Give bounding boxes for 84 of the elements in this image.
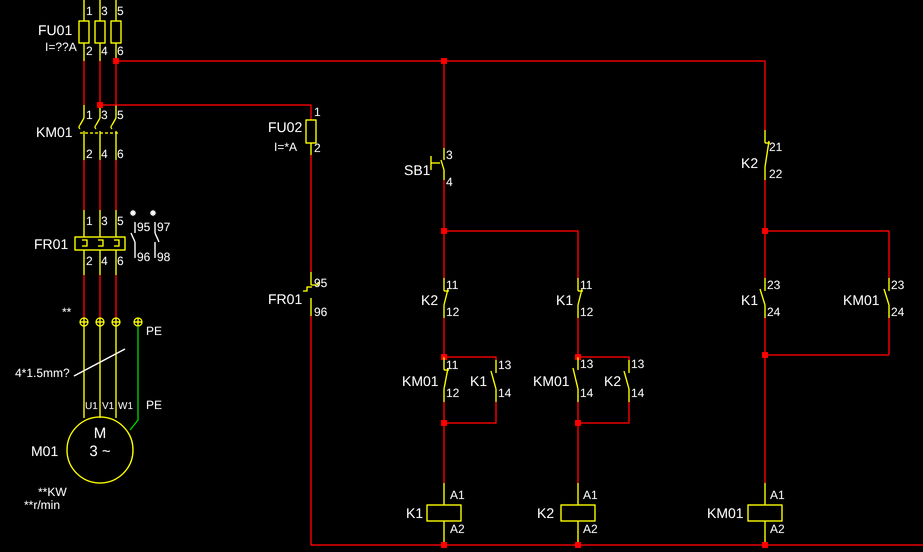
device-label: SB1 (404, 162, 430, 178)
device-label: K1 (741, 292, 758, 308)
terminal-label: 2 (314, 142, 321, 155)
terminal-label: 2 (86, 45, 93, 58)
terminal-label: I=??A (45, 41, 77, 54)
terminal-label: 5 (117, 109, 124, 122)
terminal-label: 12 (580, 306, 594, 319)
device-label: FR01 (34, 236, 68, 252)
terminal-label: 13 (580, 358, 594, 371)
motor-label: M (92, 426, 108, 442)
terminal-label: 3 (101, 215, 108, 228)
terminal-label: A1 (450, 489, 465, 502)
terminal-label: A2 (450, 523, 465, 536)
terminal-label: I=*A (274, 141, 298, 154)
terminal-label: 5 (117, 5, 124, 18)
device-label: K2 (421, 292, 438, 308)
device-label: KM01 (36, 124, 73, 140)
terminal-label: 3 (446, 149, 453, 162)
terminal-label: 12 (446, 306, 460, 319)
device-label: K1 (406, 505, 424, 521)
terminal-label: 1 (314, 106, 321, 119)
terminal-label: A2 (583, 523, 598, 536)
terminal-label: 96 (314, 306, 328, 319)
terminal-label: 96 (137, 251, 150, 264)
terminal-label: 6 (117, 45, 124, 58)
terminal-label: 3 (101, 5, 108, 18)
terminal-label: 24 (891, 306, 904, 319)
device-label: FR01 (268, 291, 302, 307)
device-label: K2 (604, 373, 622, 389)
terminal-label: **r/min (24, 499, 60, 512)
terminal-label: 11 (446, 279, 458, 292)
terminal-label: 23 (767, 279, 780, 292)
device-label: K1 (470, 373, 488, 389)
terminal-label: 4 (101, 255, 108, 268)
terminal-label: 6 (117, 148, 124, 161)
device-label: KM01 (533, 373, 570, 389)
terminal-label: 4 (101, 45, 108, 58)
terminal-label: **KW (38, 486, 67, 499)
device-label: FU02 (268, 119, 302, 135)
terminal-label: 3 (101, 109, 108, 122)
terminal-label: 14 (631, 387, 644, 400)
device-label: KM01 (707, 505, 744, 521)
device-label: FU01 (38, 22, 72, 38)
terminal-label: 13 (498, 359, 512, 372)
device-label: K1 (556, 292, 574, 308)
device-label: K2 (537, 505, 554, 521)
terminal-label: 24 (767, 306, 780, 319)
terminal-label: 2 (86, 148, 93, 161)
terminal-label: 22 (769, 168, 782, 181)
terminal-label: 21 (769, 141, 782, 154)
terminal-label: 98 (157, 251, 170, 264)
terminal-label: 11 (580, 279, 592, 292)
terminal-label: 1 (86, 5, 93, 18)
terminal-label: A2 (770, 523, 785, 536)
terminal-label: 97 (157, 221, 170, 234)
terminal-label: V1 (102, 400, 114, 413)
device-label: KM01 (402, 373, 439, 389)
device-label: KM01 (843, 292, 880, 308)
device-label: M01 (31, 443, 58, 459)
terminal-label: 5 (117, 215, 124, 228)
terminal-label: A1 (583, 489, 598, 502)
device-label: K2 (741, 155, 758, 171)
terminal-label: 4*1.5mm? (15, 367, 70, 380)
terminal-label: 95 (314, 277, 328, 290)
terminal-label: 14 (498, 387, 512, 400)
terminal-label: 1 (86, 215, 93, 228)
terminal-label: U1 (85, 400, 98, 413)
terminal-label: 23 (891, 279, 904, 292)
terminal-label: PE (146, 325, 162, 338)
terminal-label: A1 (770, 489, 785, 502)
terminal-label: 95 (137, 221, 150, 234)
terminal-label: 4 (101, 148, 108, 161)
terminal-label: 2 (86, 255, 93, 268)
terminal-label: W1 (118, 400, 133, 413)
terminal-label: 4 (446, 176, 453, 189)
terminal-label: 12 (446, 387, 460, 400)
terminal-label: 14 (580, 387, 594, 400)
terminal-label: ** (62, 306, 72, 319)
terminal-label: 1 (86, 109, 93, 122)
terminal-label: PE (146, 399, 162, 412)
terminal-label: 6 (117, 255, 124, 268)
terminal-label: 13 (631, 358, 644, 371)
motor-label: 3 ~ (88, 444, 112, 460)
terminal-label: 11 (446, 359, 458, 372)
